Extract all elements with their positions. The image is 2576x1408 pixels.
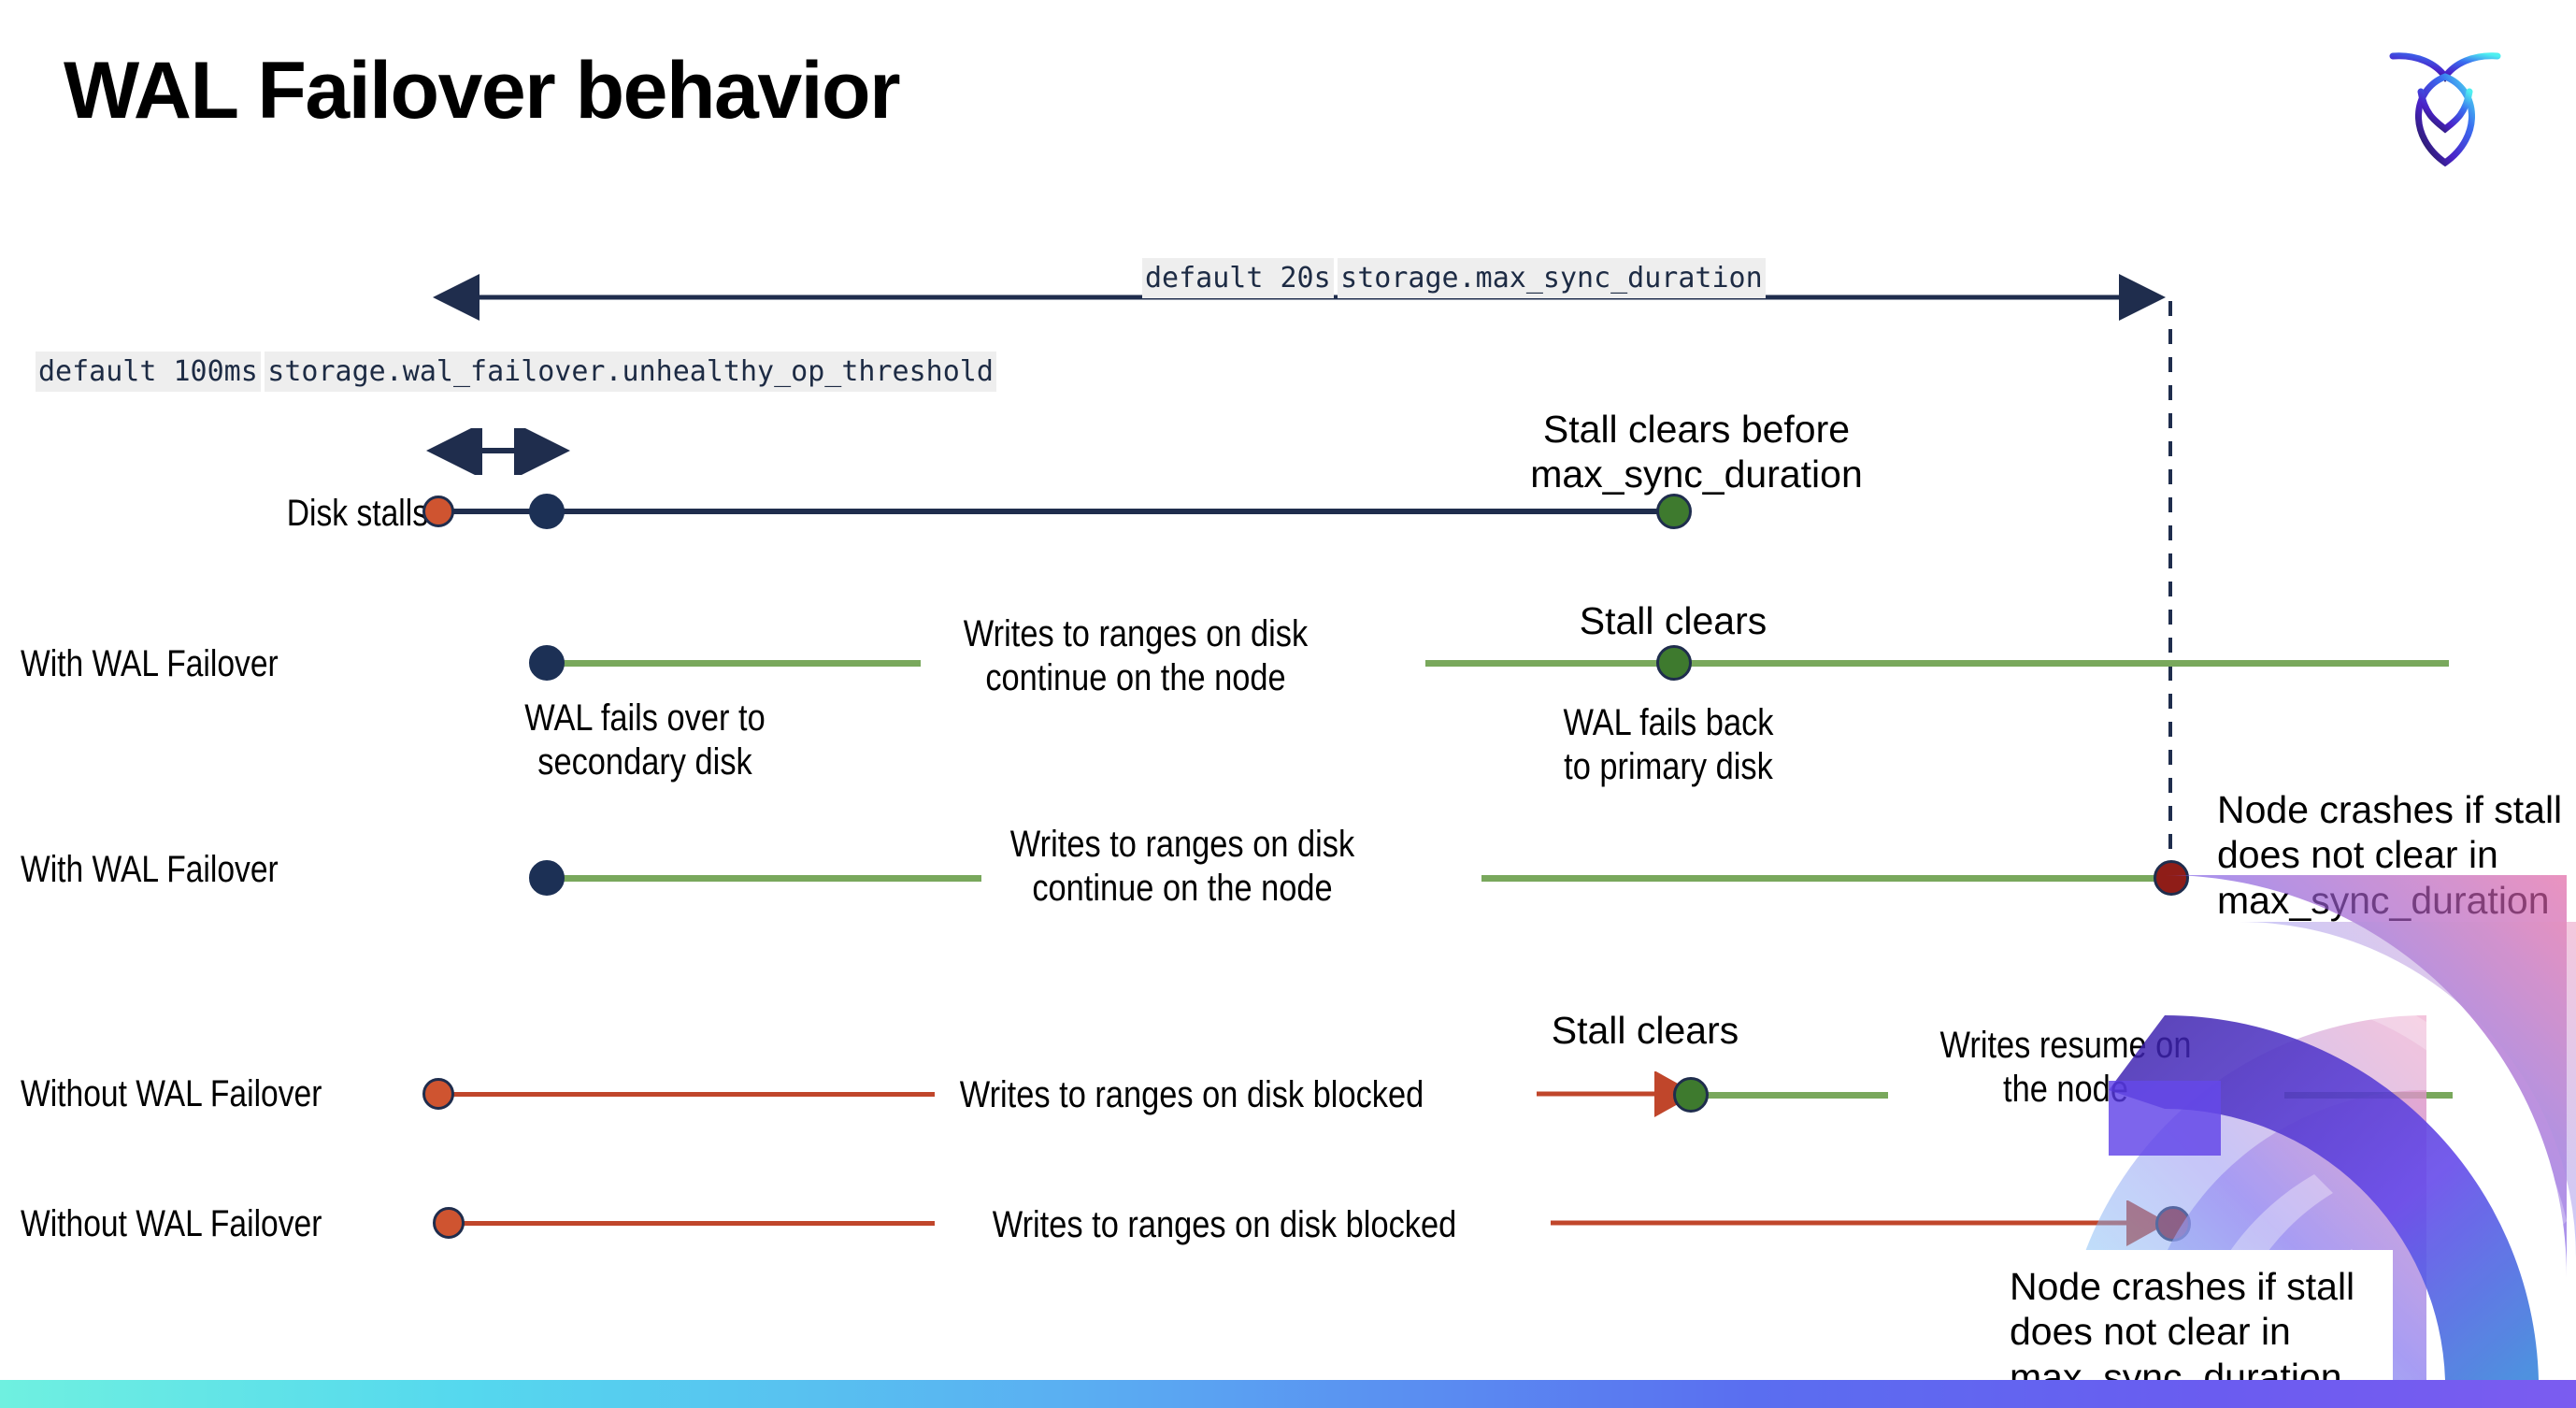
annotation-writes-continue-2: Writes to ranges on disk continue on the…	[1009, 824, 1355, 910]
unhealthy-op-threshold-setting: storage.wal_failover.unhealthy_op_thresh…	[265, 352, 996, 393]
annotation-writes-blocked-1: Writes to ranges on disk blocked	[959, 1074, 1424, 1115]
annotation-stall-clears-before: Stall clears before max_sync_duration	[1530, 408, 1863, 496]
with-failover-2-line-right	[1481, 875, 2173, 882]
max-sync-duration-dashed-guide	[2168, 301, 2172, 881]
with-failover-1-clear-dot	[1656, 645, 1692, 681]
without-failover-2-line-left	[453, 1221, 935, 1226]
disk-stall-start-dot	[422, 496, 454, 527]
page-title: WAL Failover behavior	[64, 46, 901, 136]
unhealthy-op-threshold-annotation: default 100ms storage.wal_failover.unhea…	[36, 348, 996, 393]
without-failover-1-clear-dot	[1673, 1077, 1709, 1113]
row-label-with-wal-failover-2: With WAL Failover	[21, 849, 279, 890]
with-failover-1-line-left	[551, 660, 921, 667]
annotation-stall-clears-2: Stall clears	[1579, 599, 1767, 642]
annotation-wal-fails-back: WAL fails back to primary disk	[1563, 702, 1774, 788]
annotation-writes-blocked-2: Writes to ranges on disk blocked	[992, 1204, 1457, 1245]
annotation-stall-clears-4: Stall clears	[1551, 1009, 1739, 1052]
row-label-disk-stalls: Disk stalls	[286, 493, 428, 534]
annotation-wal-fails-over: WAL fails over to secondary disk	[524, 697, 766, 783]
disk-stall-clear-dot	[1656, 494, 1692, 529]
disk-stall-threshold-dot	[529, 494, 565, 529]
unhealthy-op-threshold-arrow	[426, 428, 570, 475]
without-failover-2-crash-arrow	[1551, 1200, 2168, 1246]
row-label-with-wal-failover-1: With WAL Failover	[21, 643, 279, 684]
unhealthy-op-threshold-default: default 100ms	[36, 352, 261, 393]
with-failover-2-line-left	[551, 875, 981, 882]
without-failover-1-stall-arrow	[1537, 1071, 1696, 1117]
cockroachdb-logo	[2383, 32, 2507, 172]
max-sync-duration-setting: storage.max_sync_duration	[1338, 258, 1766, 299]
without-failover-1-line-left	[439, 1092, 935, 1097]
without-failover-1-line-mid	[1707, 1092, 1888, 1099]
row-label-without-wal-failover-2: Without WAL Failover	[21, 1203, 322, 1244]
with-failover-1-line-right	[1425, 660, 2449, 667]
max-sync-duration-annotation: default 20s storage.max_sync_duration	[1142, 254, 1766, 299]
max-sync-duration-default: default 20s	[1142, 258, 1334, 299]
without-failover-1-start-dot	[422, 1078, 454, 1110]
row-label-without-wal-failover-1: Without WAL Failover	[21, 1073, 322, 1114]
bottom-gradient-bar	[0, 1380, 2576, 1408]
with-failover-2-crash-dot	[2154, 860, 2189, 896]
annotation-writes-continue-1: Writes to ranges on disk continue on the…	[963, 613, 1309, 699]
disk-stalls-timeline	[439, 509, 1673, 514]
with-failover-1-start-dot	[529, 645, 565, 681]
without-failover-2-start-dot	[433, 1207, 465, 1239]
with-failover-2-start-dot	[529, 860, 565, 896]
